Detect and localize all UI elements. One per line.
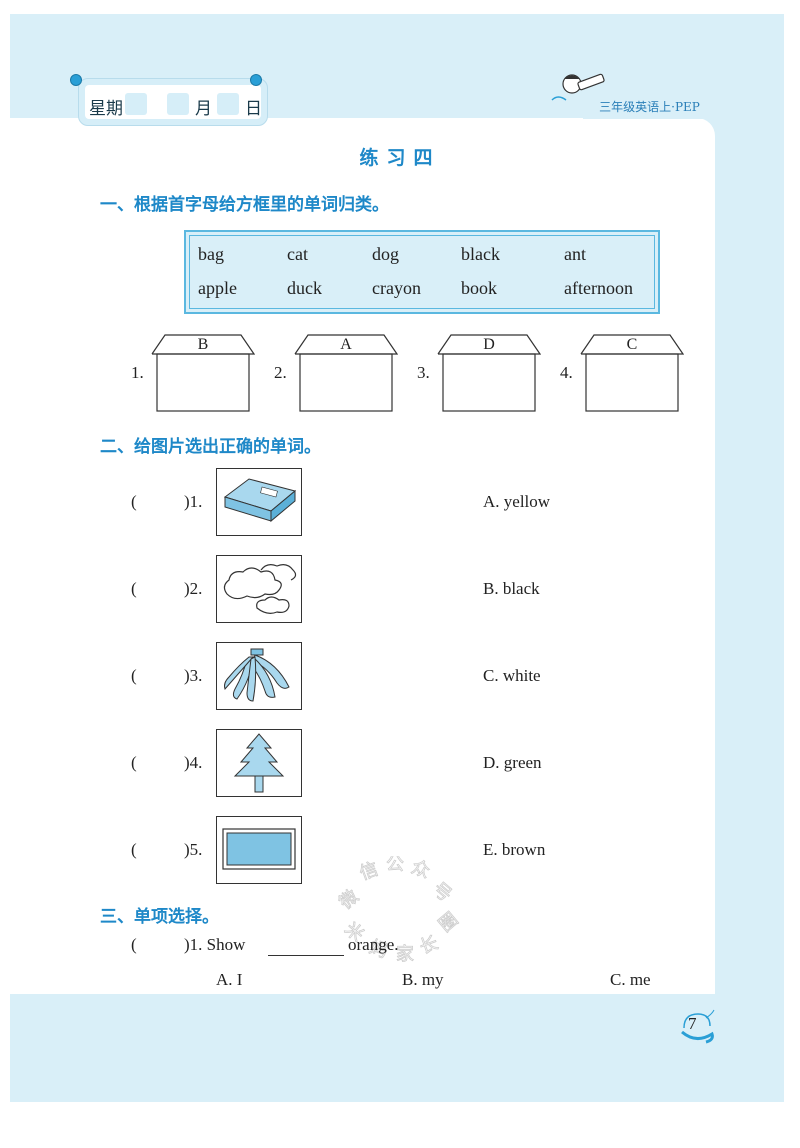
- house-number: 3.: [417, 363, 430, 382]
- house-outline: [294, 334, 399, 412]
- answer-paren-open[interactable]: (: [131, 492, 137, 511]
- day-blank[interactable]: [217, 93, 239, 115]
- answer-blank[interactable]: [268, 955, 344, 956]
- option-b: B. black: [483, 579, 540, 598]
- item-label: )2.: [184, 579, 203, 598]
- house-letter: B: [197, 336, 209, 353]
- answer-paren-open[interactable]: (: [131, 753, 137, 772]
- word-item: cat: [287, 244, 308, 264]
- svg-text:微: 微: [336, 886, 363, 914]
- word-item: book: [461, 278, 497, 298]
- house-box[interactable]: D: [437, 334, 542, 412]
- choice-c: C. me: [610, 970, 651, 989]
- house-number: 2.: [274, 363, 287, 382]
- svg-text:圈: 圈: [435, 909, 462, 937]
- picture-box: [216, 816, 302, 884]
- question-label: )1. Show: [184, 935, 246, 954]
- date-box: 星期 月 日: [78, 78, 268, 126]
- bottom-band: [10, 994, 784, 1102]
- choice-b: B. my: [402, 970, 444, 989]
- word-item: duck: [287, 278, 322, 298]
- day-label: 日: [245, 99, 262, 119]
- house-outline: [437, 334, 542, 412]
- weekday-blank[interactable]: [125, 93, 147, 115]
- banana-icon: [224, 648, 290, 702]
- house-letter: C: [626, 336, 638, 353]
- word-box-inner: [189, 235, 655, 309]
- house-number: 1.: [131, 363, 144, 382]
- page-number: 7: [688, 1014, 697, 1033]
- date-inner: 星期 月 日: [85, 85, 262, 119]
- option-c: C. white: [483, 666, 541, 685]
- book-icon: [223, 478, 297, 523]
- svg-text:号: 号: [428, 878, 455, 906]
- house-letter: D: [483, 336, 495, 353]
- item-label: )1.: [184, 492, 203, 511]
- section1-heading: 一、根据首字母给方框里的单词归类。: [100, 195, 389, 215]
- pin-icon: [70, 74, 82, 86]
- weekday-label: 星期: [89, 99, 123, 119]
- word-item: crayon: [372, 278, 421, 298]
- house-letter: A: [340, 336, 352, 353]
- pin-icon: [250, 74, 262, 86]
- book-label: 三年级英语上·PEP: [583, 95, 716, 119]
- house-box[interactable]: C: [580, 334, 685, 412]
- svg-text:信: 信: [357, 858, 381, 884]
- page-title: 练习四: [359, 147, 441, 169]
- month-blank[interactable]: [167, 93, 189, 115]
- mascot-icon: [551, 73, 605, 101]
- svg-text:家: 家: [396, 944, 414, 965]
- svg-text:众: 众: [409, 857, 433, 883]
- dolphin-icon: [681, 1009, 715, 1044]
- option-d: D. green: [483, 753, 542, 772]
- page-number-badge: 7: [678, 1008, 716, 1046]
- cloud-icon: [223, 564, 297, 614]
- house-number: 4.: [560, 363, 573, 382]
- section2-heading: 二、给图片选出正确的单词。: [100, 437, 321, 457]
- picture-box: [216, 729, 302, 797]
- choice-a: A. I: [216, 970, 243, 989]
- item-label: )5.: [184, 840, 203, 859]
- answer-paren-open[interactable]: (: [131, 935, 137, 954]
- picture-box: [216, 642, 302, 710]
- svg-text:公: 公: [386, 856, 404, 875]
- house-box[interactable]: A: [294, 334, 399, 412]
- house-outline: [151, 334, 256, 412]
- picture-box: [216, 468, 302, 536]
- section3-heading: 三、单项选择。: [100, 907, 219, 927]
- tree-icon: [233, 733, 285, 793]
- answer-paren-open[interactable]: (: [131, 579, 137, 598]
- option-a: A. yellow: [483, 492, 551, 511]
- word-item: black: [461, 244, 500, 264]
- answer-paren-open[interactable]: (: [131, 840, 137, 859]
- word-item: afternoon: [564, 278, 633, 298]
- watermark-stamp: 微 信 公 众 号 米 妈 家 长 圈: [336, 856, 463, 965]
- question-text: orange.: [348, 935, 399, 954]
- house-box[interactable]: B: [151, 334, 256, 412]
- word-item: ant: [564, 244, 586, 264]
- word-item: bag: [198, 244, 224, 264]
- word-item: apple: [198, 278, 237, 298]
- house-outline: [580, 334, 685, 412]
- item-label: )4.: [184, 753, 203, 772]
- item-label: )3.: [184, 666, 203, 685]
- option-e: E. brown: [483, 840, 546, 859]
- month-label: 月: [195, 99, 212, 119]
- picture-box: [216, 555, 302, 623]
- blackboard-icon: [222, 828, 296, 870]
- word-item: dog: [372, 244, 399, 264]
- answer-paren-open[interactable]: (: [131, 666, 137, 685]
- svg-text:长: 长: [417, 932, 441, 958]
- word-box: bag cat dog black ant apple duck crayon …: [184, 230, 660, 314]
